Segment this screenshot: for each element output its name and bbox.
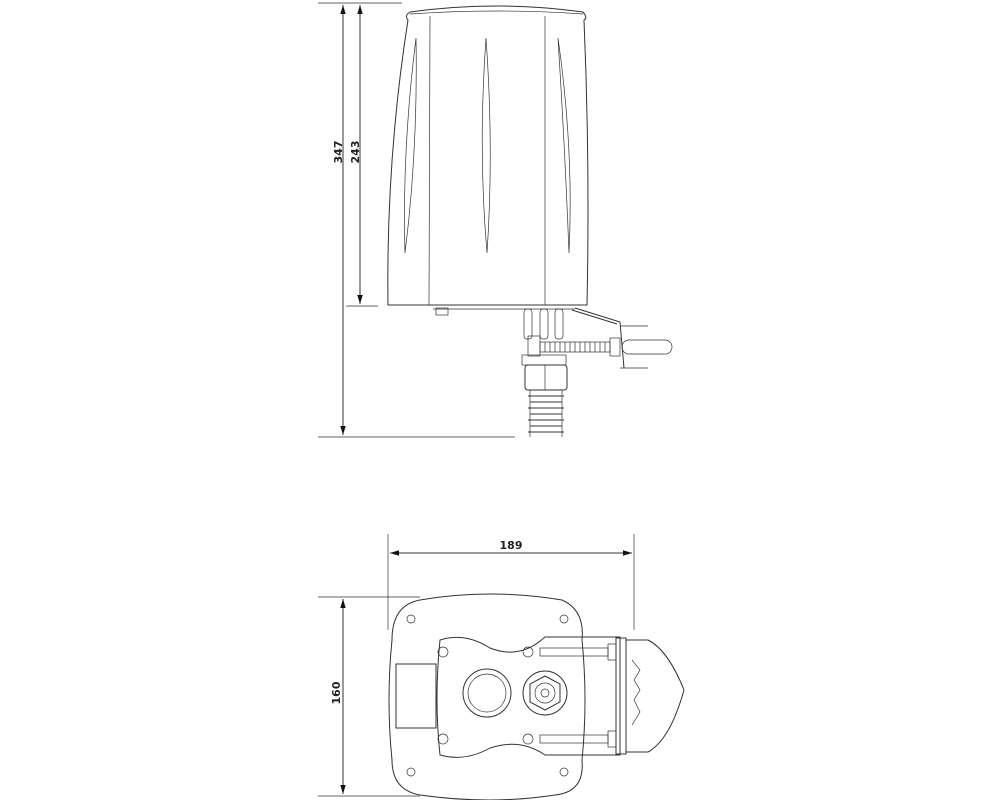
label-plate bbox=[395, 663, 437, 729]
radome-groove bbox=[557, 37, 571, 254]
dimension-189-label: 189 bbox=[500, 539, 523, 552]
mount-plate bbox=[436, 636, 621, 758]
dimension-347-label: 347 bbox=[332, 141, 345, 164]
radome-groove bbox=[404, 37, 417, 254]
radome bbox=[387, 5, 589, 316]
radome-groove bbox=[481, 37, 491, 254]
clamp-bolt bbox=[539, 734, 609, 744]
pole-clamp bbox=[625, 639, 685, 753]
screws bbox=[406, 614, 569, 777]
side-view: 347 243 bbox=[318, 2, 673, 438]
vent-cap bbox=[462, 668, 512, 718]
bottom-view: 189 160 bbox=[318, 534, 685, 800]
base-outline bbox=[388, 593, 586, 800]
dimension-243-label: 243 bbox=[349, 141, 362, 164]
dimension-160-label: 160 bbox=[330, 681, 343, 704]
mounting-bracket bbox=[523, 307, 673, 369]
n-connector bbox=[522, 670, 568, 716]
clamp-bolt bbox=[539, 647, 609, 657]
cable-connector bbox=[521, 354, 568, 437]
